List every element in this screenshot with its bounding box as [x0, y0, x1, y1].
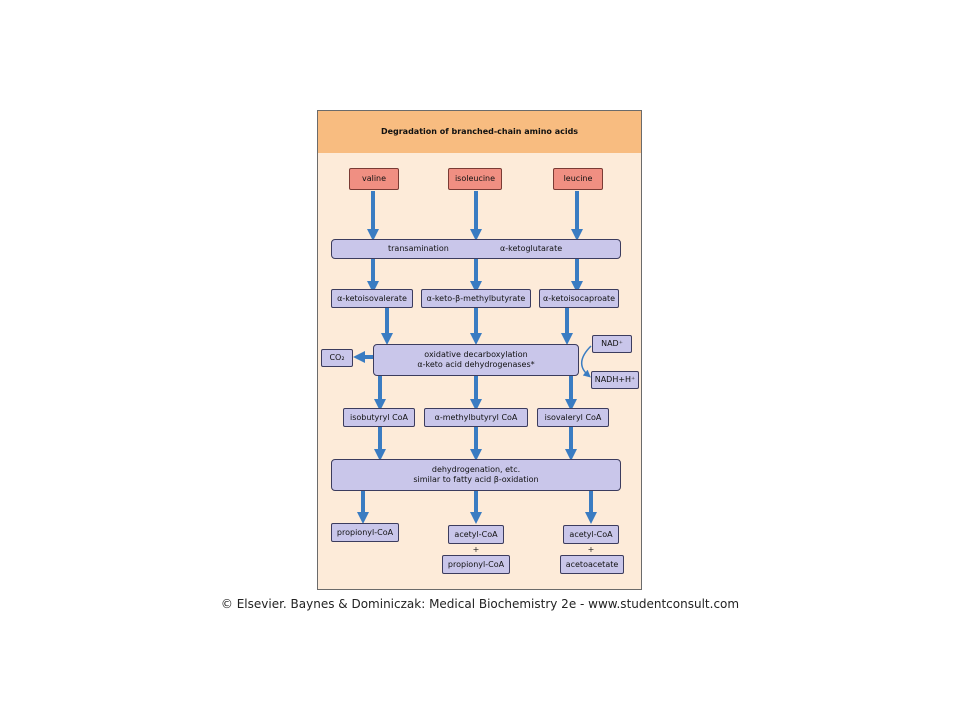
node-ketoisovalerate: α-ketoisovalerate [331, 289, 413, 308]
node-ketoisocaproate: α-ketoisocaproate [539, 289, 619, 308]
node-product-acetyl-coa-right: acetyl-CoA [563, 525, 619, 544]
decarboxylation-line2: α-keto acid dehydrogenases* [417, 360, 535, 369]
node-keto-methylbutyrate: α-keto-β-methylbutyrate [421, 289, 531, 308]
node-product-propionyl-coa-left: propionyl-CoA [331, 523, 399, 542]
node-leucine: leucine [553, 168, 603, 190]
node-valine: valine [349, 168, 399, 190]
dehydrogenation-line2: similar to fatty acid β-oxidation [413, 475, 539, 484]
copyright-caption: © Elsevier. Baynes & Dominiczak: Medical… [220, 597, 740, 611]
node-isoleucine: isoleucine [448, 168, 502, 190]
decarboxylation-box: oxidative decarboxylation α-keto acid de… [373, 344, 579, 376]
figure-title: Degradation of branched-chain amino acid… [380, 127, 579, 136]
transamination-label: transamination [388, 244, 449, 253]
arrow-nad-nadh [581, 345, 592, 378]
node-isovaleryl-coa: isovaleryl CoA [537, 408, 609, 427]
node-product-propionyl-coa-middle: propionyl-CoA [442, 555, 510, 574]
ketoglutarate-label: α-ketoglutarate [500, 244, 563, 253]
node-methylbutyryl-coa: α-methylbutyryl CoA [424, 408, 528, 427]
dehydrogenation-box: dehydrogenation, etc. similar to fatty a… [331, 459, 621, 491]
node-product-acetoacetate: acetoacetate [560, 555, 624, 574]
plus-sign-middle: + [472, 545, 480, 554]
dehydrogenation-line1: dehydrogenation, etc. [431, 465, 521, 474]
node-nad: NAD⁺ [592, 335, 632, 353]
decarboxylation-line1: oxidative decarboxylation [424, 350, 528, 359]
plus-sign-right: + [587, 545, 595, 554]
title-bar: Degradation of branched-chain amino acid… [318, 111, 641, 153]
node-product-acetyl-coa-middle: acetyl-CoA [448, 525, 504, 544]
transamination-bar: transamination α-ketoglutarate [331, 239, 621, 259]
node-nadh: NADH+H⁺ [591, 371, 639, 389]
node-isobutyryl-coa: isobutyryl CoA [343, 408, 415, 427]
pathway-figure: Degradation of branched-chain amino acid… [317, 110, 642, 590]
node-co2: CO₂ [321, 349, 353, 367]
